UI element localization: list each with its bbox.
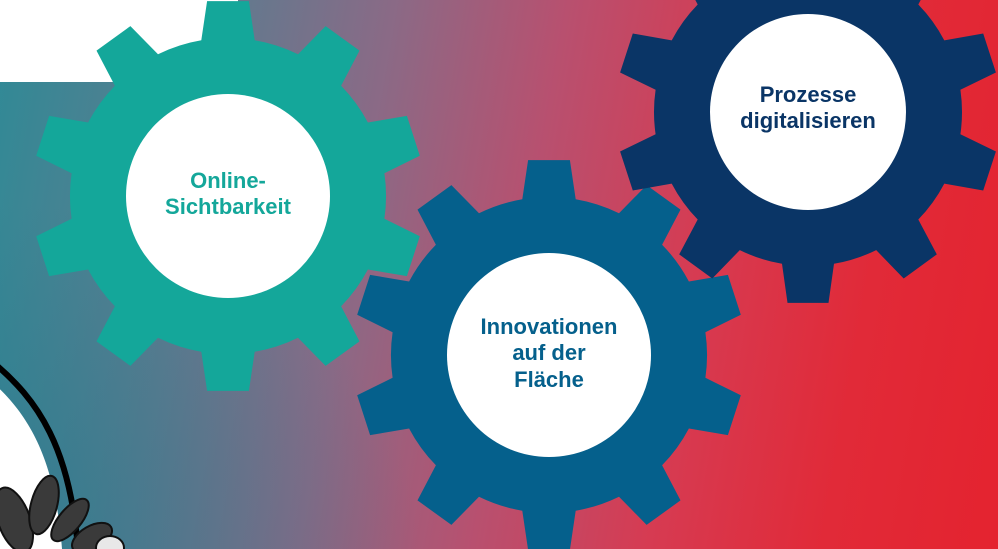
gear-innovation-label-line-1: Innovationen (480, 314, 618, 339)
gear-innovation-label-line-3: Fläche (514, 366, 584, 392)
gear-process-label-line-2: digitalisieren (740, 108, 876, 134)
mascot-illustration (0, 364, 125, 549)
gear-process-hub (710, 14, 906, 210)
gear-process-label: Prozesse digitalisieren (718, 82, 898, 135)
gear-online-visibility (36, 1, 420, 391)
gear-innovation-hub (447, 253, 651, 457)
mascot-hand-icon (0, 474, 125, 549)
gear-innovation (357, 160, 741, 549)
gear-online-hub (126, 94, 330, 298)
gear-online-label-line-2: Sichtbarkeit (165, 194, 291, 220)
gear-online-label: Online- Sichtbarkeit (143, 168, 313, 221)
gear-process (620, 0, 996, 303)
gear-innovation-label: Innovationen auf der Fläche (459, 314, 639, 393)
gear-innovation-label-line-2: auf der (512, 340, 586, 366)
gear-process-label-line-1: Prozesse (759, 82, 857, 107)
gear-online-label-line-1: Online- (190, 168, 266, 193)
